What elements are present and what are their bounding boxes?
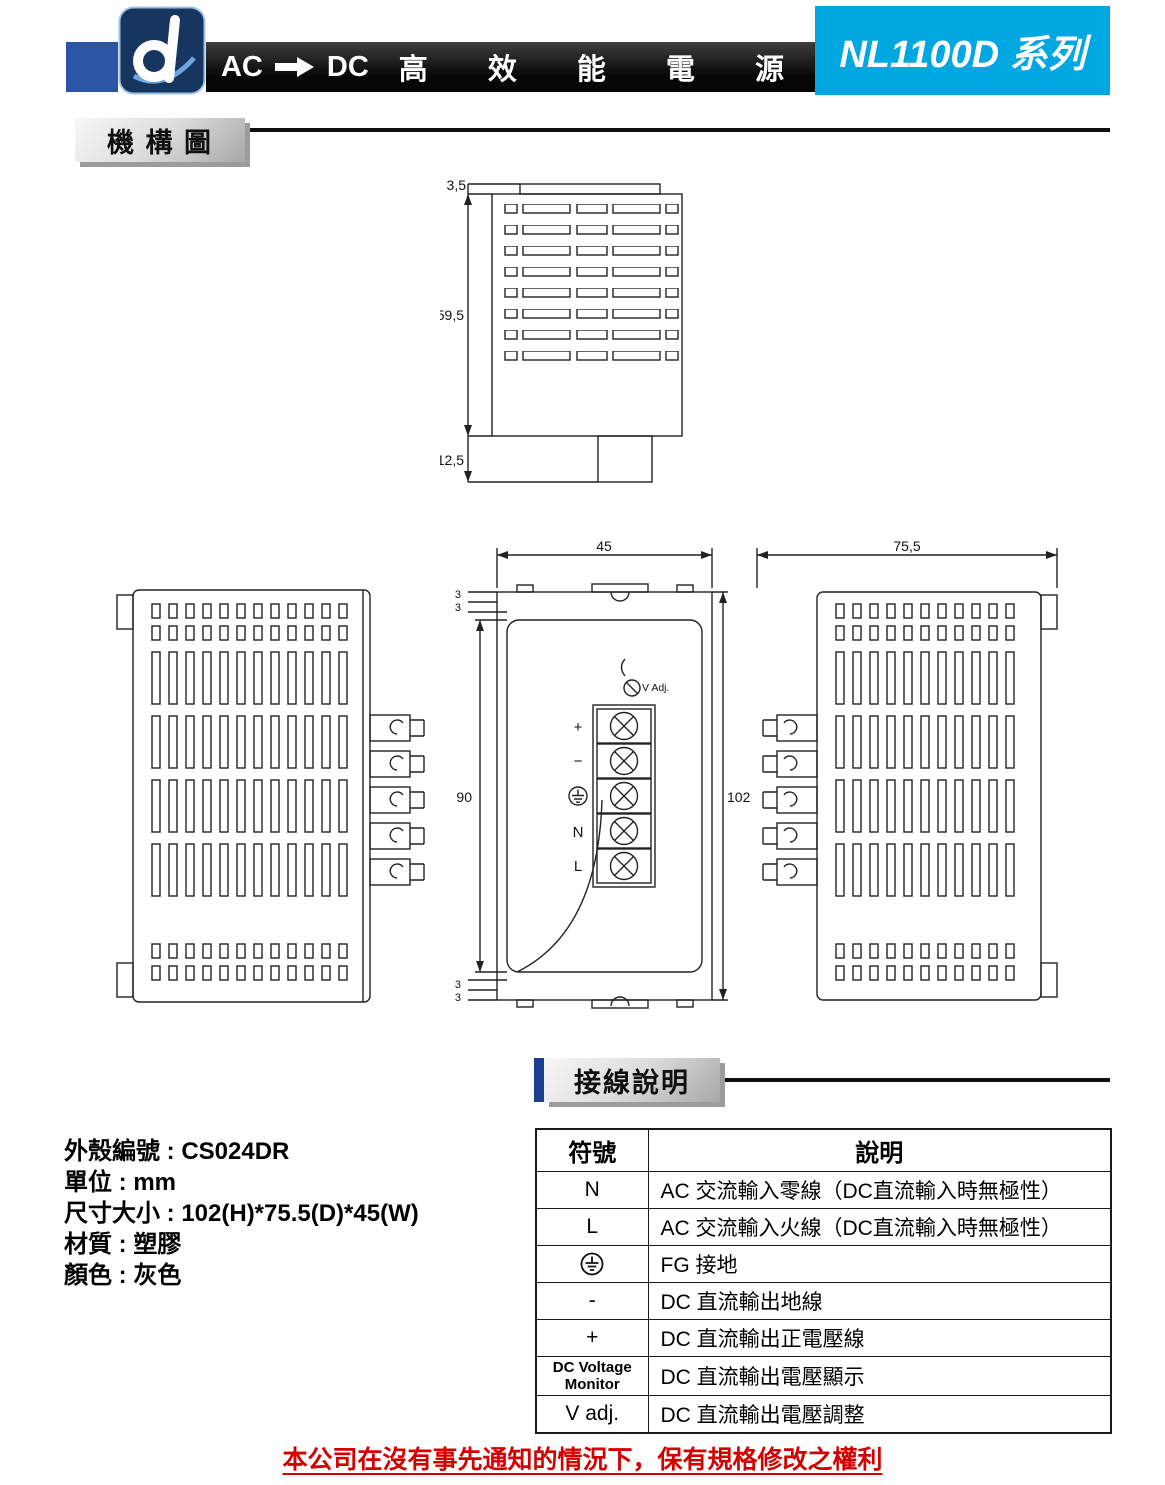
spec-line-material: 材質 : 塑膠 bbox=[64, 1231, 182, 1258]
spec-line-dimensions: 尺寸大小 : 102(H)*75.5(D)*45(W) bbox=[64, 1200, 419, 1227]
left-side-view bbox=[116, 589, 425, 1003]
product-type-banner: AC DC 高 效 能 電 源 bbox=[206, 42, 815, 92]
dim-label-3-5: 3,5 bbox=[447, 178, 467, 193]
dim-label-90: 90 bbox=[456, 789, 472, 805]
symbol-cell bbox=[535, 1244, 649, 1283]
mechanical-section-rule bbox=[245, 128, 1110, 132]
description-cell: DC 直流輸出地線 bbox=[647, 1281, 1112, 1320]
description-cell: DC 直流輸出電壓顯示 bbox=[647, 1355, 1112, 1396]
earth-ground-icon bbox=[568, 786, 588, 806]
brand-logo-icon bbox=[118, 6, 206, 95]
terminal-clamps-left-view bbox=[369, 714, 425, 886]
product-type-ac: AC bbox=[220, 50, 263, 83]
symbol-cell: L bbox=[535, 1207, 649, 1246]
terminal-label-l: L bbox=[574, 858, 582, 875]
dim-label-tab-bottom-2: 3 bbox=[455, 992, 461, 1004]
dim-label-102: 102 bbox=[727, 789, 751, 805]
terminal-clamps-right-view bbox=[762, 714, 818, 886]
symbol-cell: + bbox=[535, 1318, 649, 1357]
wiring-section-rule bbox=[720, 1078, 1110, 1082]
symbol-cell: - bbox=[535, 1281, 649, 1320]
top-view-drawing: 3,5 59,5 12,5 bbox=[440, 178, 683, 483]
front-view: 45 90 102 3 3 3 3 bbox=[455, 540, 751, 1009]
section-wiring-label: 接線說明 bbox=[574, 1067, 690, 1098]
col-header-symbol: 符號 bbox=[535, 1128, 649, 1172]
dim-label-59-5: 59,5 bbox=[440, 307, 464, 323]
table-row: N AC 交流輸入零線（DC直流輸入時無極性） bbox=[535, 1170, 1112, 1209]
dim-label-tab-top-1: 3 bbox=[455, 589, 461, 601]
wiring-table: 符號 說明 N AC 交流輸入零線（DC直流輸入時無極性） L AC 交流輸入火… bbox=[535, 1128, 1112, 1434]
description-cell: FG 接地 bbox=[647, 1244, 1112, 1283]
symbol-cell: V adj. bbox=[535, 1395, 649, 1434]
symbol-cell: N bbox=[535, 1170, 649, 1209]
terminal-label-minus: − bbox=[574, 753, 583, 770]
spec-block: 外殼編號 : CS024DR 單位 : mm 尺寸大小 : 102(H)*75.… bbox=[64, 1136, 534, 1291]
voltage-adjust-label: V Adj. bbox=[642, 682, 669, 694]
symbol-cell: DC Voltage Monitor bbox=[535, 1355, 649, 1396]
table-row: V adj. DC 直流輸出電壓調整 bbox=[535, 1395, 1112, 1434]
table-row: + DC 直流輸出正電壓線 bbox=[535, 1318, 1112, 1357]
terminal-label-n: N bbox=[573, 824, 584, 841]
section-wiring: 接線說明 bbox=[544, 1058, 720, 1102]
dim-label-12-5: 12,5 bbox=[440, 452, 464, 468]
voltage-adjust-pot bbox=[623, 679, 641, 697]
product-type-cjk: 高 效 能 電 源 bbox=[398, 54, 810, 86]
earth-ground-icon bbox=[580, 1252, 604, 1275]
table-row: - DC 直流輸出地線 bbox=[535, 1281, 1112, 1320]
header-accent-block bbox=[66, 42, 118, 92]
footer-notice: 本公司在沒有事先通知的情況下，保有規格修改之權利 bbox=[282, 1446, 883, 1474]
dim-label-75-5: 75,5 bbox=[893, 540, 920, 554]
brand-logo bbox=[118, 6, 206, 95]
dim-label-tab-bottom-1: 3 bbox=[455, 979, 461, 991]
terminal-block bbox=[592, 704, 656, 888]
terminal-label-plus: + bbox=[574, 719, 583, 736]
wire-bend-arc bbox=[516, 799, 603, 973]
table-header-row: 符號 說明 bbox=[535, 1128, 1112, 1172]
table-row: DC Voltage Monitor DC 直流輸出電壓顯示 bbox=[535, 1355, 1112, 1396]
main-views-drawing: 45 90 102 3 3 3 3 bbox=[116, 540, 1058, 1009]
right-side-view: 75,5 bbox=[756, 540, 1058, 1001]
description-cell: AC 交流輸入火線（DC直流輸入時無極性） bbox=[647, 1207, 1112, 1246]
spec-line-case-number: 外殼編號 : CS024DR bbox=[64, 1138, 290, 1165]
dim-label-45: 45 bbox=[596, 540, 612, 554]
description-cell: DC 直流輸出電壓調整 bbox=[647, 1395, 1112, 1434]
description-cell: DC 直流輸出正電壓線 bbox=[647, 1318, 1112, 1357]
description-cell: AC 交流輸入零線（DC直流輸入時無極性） bbox=[647, 1170, 1112, 1209]
product-type-dc: DC bbox=[326, 50, 369, 83]
right-arrow-icon bbox=[274, 57, 314, 77]
col-header-description: 說明 bbox=[647, 1128, 1112, 1172]
dim-label-tab-top-2: 3 bbox=[455, 602, 461, 614]
section-mechanical-label: 機 構 圖 bbox=[106, 127, 213, 158]
spec-line-unit: 單位 : mm bbox=[64, 1169, 177, 1196]
wiring-accent-bar bbox=[534, 1058, 544, 1102]
spec-line-color: 顏色 : 灰色 bbox=[64, 1262, 182, 1289]
table-row: L AC 交流輸入火線（DC直流輸入時無極性） bbox=[535, 1207, 1112, 1246]
series-title: NL1100D 系列 bbox=[815, 6, 1110, 95]
section-mechanical-drawing: 機 構 圖 bbox=[75, 118, 245, 162]
table-row: FG 接地 bbox=[535, 1244, 1112, 1283]
